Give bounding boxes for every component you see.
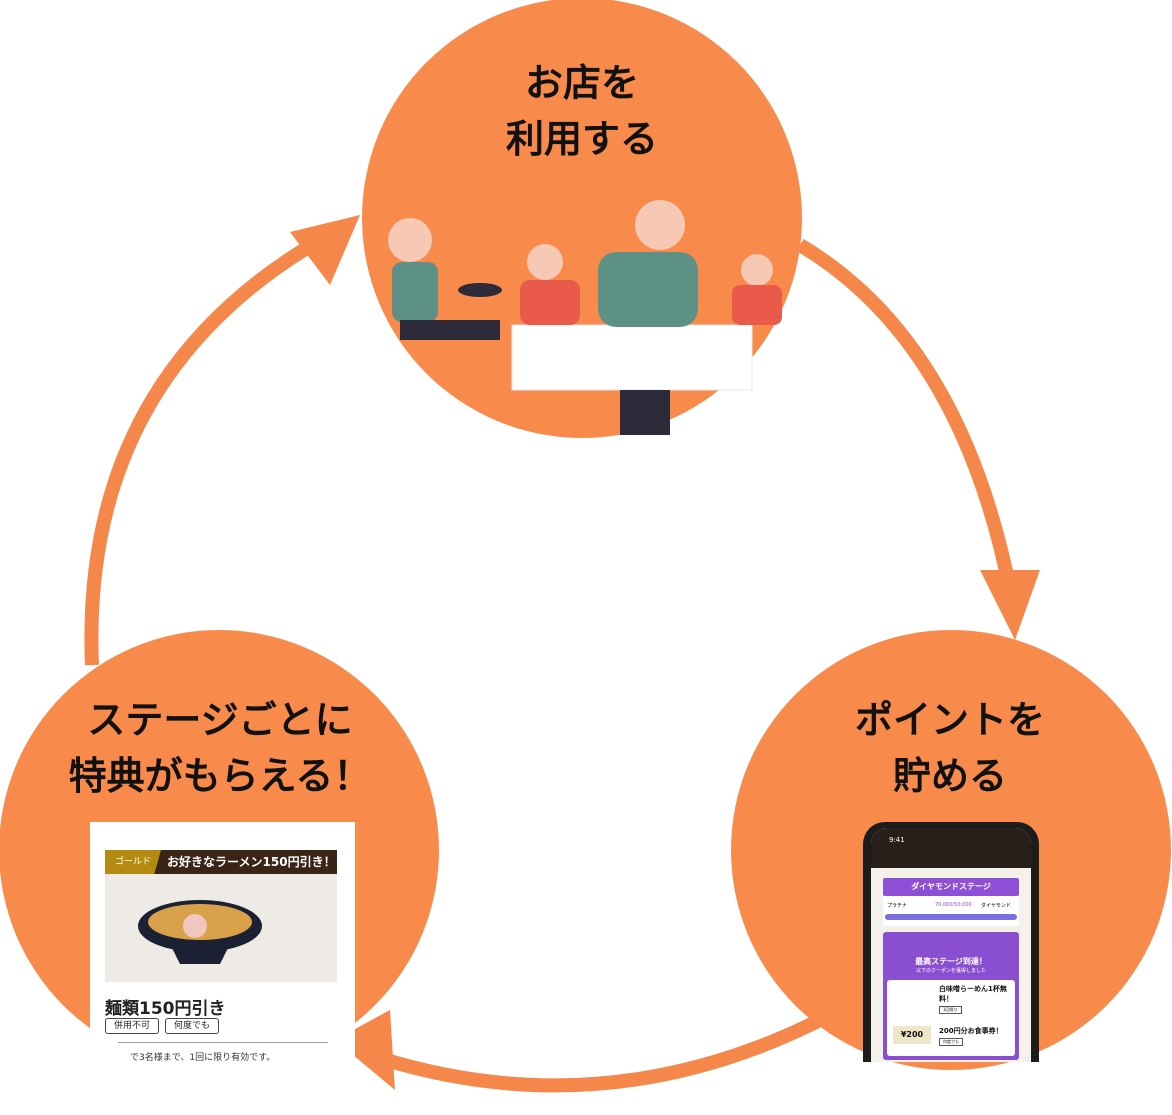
coupon2-tag: 何度でも <box>939 1038 963 1046</box>
phone-screen: 9:41 ダイヤモンドステージ プラチナ 70,000/50,000 ダイヤモン… <box>871 828 1031 1062</box>
title-line: ポイントを <box>854 698 1045 742</box>
stage-title: ダイヤモンドステージ <box>883 878 1019 896</box>
coupon-name: 麺類150円引き <box>105 999 226 1019</box>
coupon-header: ゴールド お好きなラーメン150円引き！ <box>105 850 337 874</box>
arrow-left-to-top <box>84 233 324 666</box>
step-title-stage-benefits: ステージごとに 特典がもらえる！ <box>20 692 420 804</box>
step-title-use-store: お店を 利用する <box>432 55 732 167</box>
ramen-image <box>105 874 337 982</box>
coupon-tag: 何度でも <box>165 1018 219 1034</box>
family-dining-illustration <box>388 200 782 435</box>
coupon-card: ゴールド お好きなラーメン150円引き！ 麺類150円引き 併用不可 何度でも … <box>90 822 355 1082</box>
title-line: 貯める <box>892 754 1007 798</box>
rank-badge: ゴールド <box>105 850 161 874</box>
title-line: ステージごとに <box>87 698 353 742</box>
achievement-box: 最高ステージ到達！ 以下のクーポンを獲得しました 白味噌らーめん1杯無料！ 1回… <box>883 932 1019 1060</box>
coupon1-tag: 1回限り <box>939 1006 962 1014</box>
title-line: 利用する <box>505 117 658 161</box>
reward-coupons: 白味噌らーめん1杯無料！ 1回限り ¥200 200円分お食事券！ 何度でも <box>887 980 1015 1056</box>
to-rank: ダイヤモンド <box>981 903 1011 909</box>
step-title-save-points: ポイントを 貯める <box>800 692 1100 804</box>
arrow-top-to-right <box>796 238 1017 592</box>
status-time: 9:41 <box>889 836 905 844</box>
points: 70,000/50,000 <box>935 902 972 908</box>
coupon2-ticket: ¥200 <box>893 1026 931 1044</box>
title-line: 特典がもらえる！ <box>68 754 372 798</box>
coupon-headline: お好きなラーメン150円引き！ <box>167 855 336 869</box>
arrowhead-top <box>290 215 360 285</box>
progress-bar <box>885 914 1017 920</box>
title-line: お店を <box>524 61 639 105</box>
coupon2-title: 200円分お食事券！ <box>939 1027 1003 1035</box>
achieved-subtitle: 以下のクーポンを獲得しました <box>915 968 986 974</box>
app-header: 9:41 <box>871 828 1031 868</box>
coupon-tag: 併用不可 <box>105 1018 159 1034</box>
smartphone-mockup: 9:41 ダイヤモンドステージ プラチナ 70,000/50,000 ダイヤモン… <box>863 822 1039 1062</box>
achieved-title: 最高ステージ到達！ <box>915 957 987 966</box>
stage-progress: プラチナ 70,000/50,000 ダイヤモンド <box>883 896 1019 926</box>
from-rank: プラチナ <box>887 903 908 909</box>
arrow-right-to-left <box>367 1013 824 1093</box>
arrowhead-bottom <box>335 1010 395 1090</box>
divider <box>118 1042 328 1043</box>
coupon1-title: 白味噌らーめん1杯無料！ <box>939 985 1007 1003</box>
coupon-note: で3名様まで、1回に限り有効です。 <box>130 1053 276 1063</box>
arrowhead-right <box>980 570 1040 640</box>
